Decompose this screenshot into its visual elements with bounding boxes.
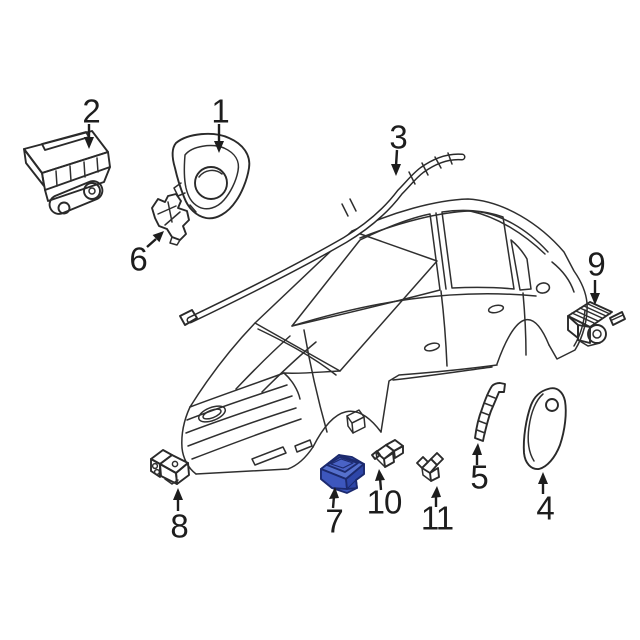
side-impact-sensor-rear-drawing bbox=[416, 452, 444, 482]
callout-6: 6 bbox=[129, 240, 147, 278]
clockspring-drawing bbox=[151, 193, 190, 246]
callout-5: 5 bbox=[470, 458, 488, 496]
arrow-11 bbox=[431, 486, 441, 507]
arrow-8 bbox=[173, 488, 183, 511]
fuel-door-oval bbox=[535, 282, 551, 294]
callout-8: 8 bbox=[170, 507, 188, 545]
arrow-3 bbox=[391, 149, 401, 176]
callout-11: 11 bbox=[420, 499, 454, 537]
callout-4: 4 bbox=[536, 489, 554, 527]
arrow-1 bbox=[214, 124, 224, 153]
module-step-line bbox=[346, 479, 357, 490]
module-plateau-face bbox=[326, 456, 359, 473]
arrow-7 bbox=[329, 487, 339, 509]
side-impact-sensor-front-drawing bbox=[371, 439, 404, 468]
door-handle-rear bbox=[487, 304, 505, 314]
wheel-arch-bracket-drawing bbox=[346, 409, 366, 434]
module-plateau-inner-line bbox=[330, 458, 354, 469]
car-body-drawing bbox=[181, 198, 588, 475]
pillar-bracket-drawing bbox=[474, 382, 506, 442]
callout-10: 10 bbox=[366, 483, 403, 521]
front-impact-sensor-drawing bbox=[150, 449, 190, 485]
callout-9: 9 bbox=[587, 245, 605, 283]
grille-drawing bbox=[185, 384, 302, 460]
arrow-2 bbox=[84, 124, 94, 149]
callout-7: 7 bbox=[325, 502, 343, 540]
arrow-5 bbox=[472, 443, 482, 465]
callout-arrows bbox=[84, 124, 600, 511]
module-left-face bbox=[320, 468, 348, 490]
side-windows-drawing bbox=[291, 209, 532, 327]
arrow-6 bbox=[146, 231, 164, 248]
door-handle-front bbox=[423, 342, 441, 352]
passenger-airbag-drawing bbox=[23, 130, 111, 215]
curtain-airbag-drawing bbox=[179, 152, 466, 326]
rear-impact-sensor-drawing bbox=[567, 301, 626, 347]
seat-side-panel-drawing bbox=[522, 387, 567, 470]
callout-3: 3 bbox=[389, 118, 407, 156]
brand-oval-badge bbox=[197, 405, 227, 423]
callout-2: 2 bbox=[82, 92, 100, 130]
callout-1: 1 bbox=[211, 92, 229, 130]
arrow-10 bbox=[375, 469, 385, 491]
driver-airbag-drawing bbox=[171, 132, 251, 220]
restraints-control-module-drawing bbox=[320, 454, 365, 494]
arrow-9 bbox=[590, 280, 600, 305]
arrow-4 bbox=[538, 472, 548, 494]
